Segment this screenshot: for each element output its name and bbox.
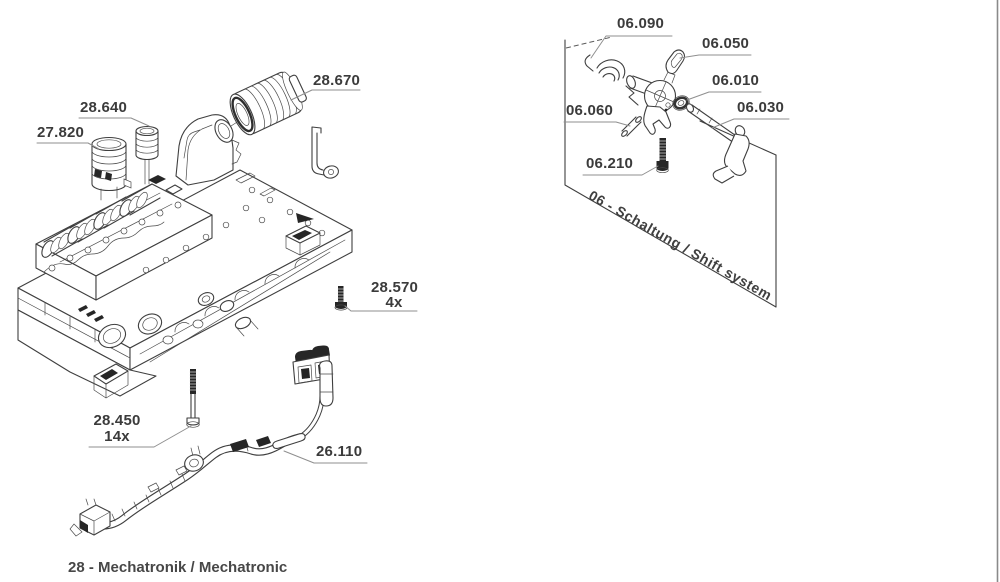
label-28570: 28.570	[371, 279, 419, 296]
label-28450-qty: 14x	[104, 428, 130, 445]
solenoid-27820	[92, 138, 131, 201]
label-28670: 28.670	[313, 72, 361, 89]
bolt-holes	[49, 187, 325, 273]
detent-lever	[625, 72, 675, 134]
bracket	[312, 127, 340, 180]
label-06060: 06.060	[566, 102, 614, 119]
label-06010: 06.010	[712, 72, 760, 89]
harness-26110	[70, 345, 333, 536]
shift-system	[585, 50, 749, 183]
bolt-28450	[187, 369, 200, 427]
connector-tower	[176, 115, 248, 185]
screw-28570	[335, 286, 347, 310]
label-28450: 28.450	[93, 412, 141, 429]
label-27820: 27.820	[37, 124, 85, 141]
label-06030: 06.030	[737, 99, 785, 116]
connector-28670	[225, 67, 311, 138]
label-06090: 06.090	[617, 15, 665, 32]
selector-plate-06050	[666, 50, 685, 74]
pin-06060	[621, 116, 643, 138]
spring-06090	[585, 55, 638, 105]
valve-bores	[39, 184, 160, 259]
leader-lines	[37, 36, 789, 463]
label-28570-qty: 4x	[385, 294, 403, 311]
valve-body	[18, 170, 352, 398]
label-28640: 28.640	[80, 99, 128, 116]
selector-shaft-06030	[685, 103, 749, 183]
screw-06210	[657, 138, 669, 173]
label-26110: 26.110	[316, 443, 363, 460]
sleeve-28640	[136, 127, 158, 185]
label-06210: 06.210	[586, 155, 634, 172]
mechatronic-unit	[18, 67, 352, 536]
figure-caption: 28 - Mechatronik / Mechatronic	[68, 559, 288, 576]
label-06050: 06.050	[702, 35, 750, 52]
